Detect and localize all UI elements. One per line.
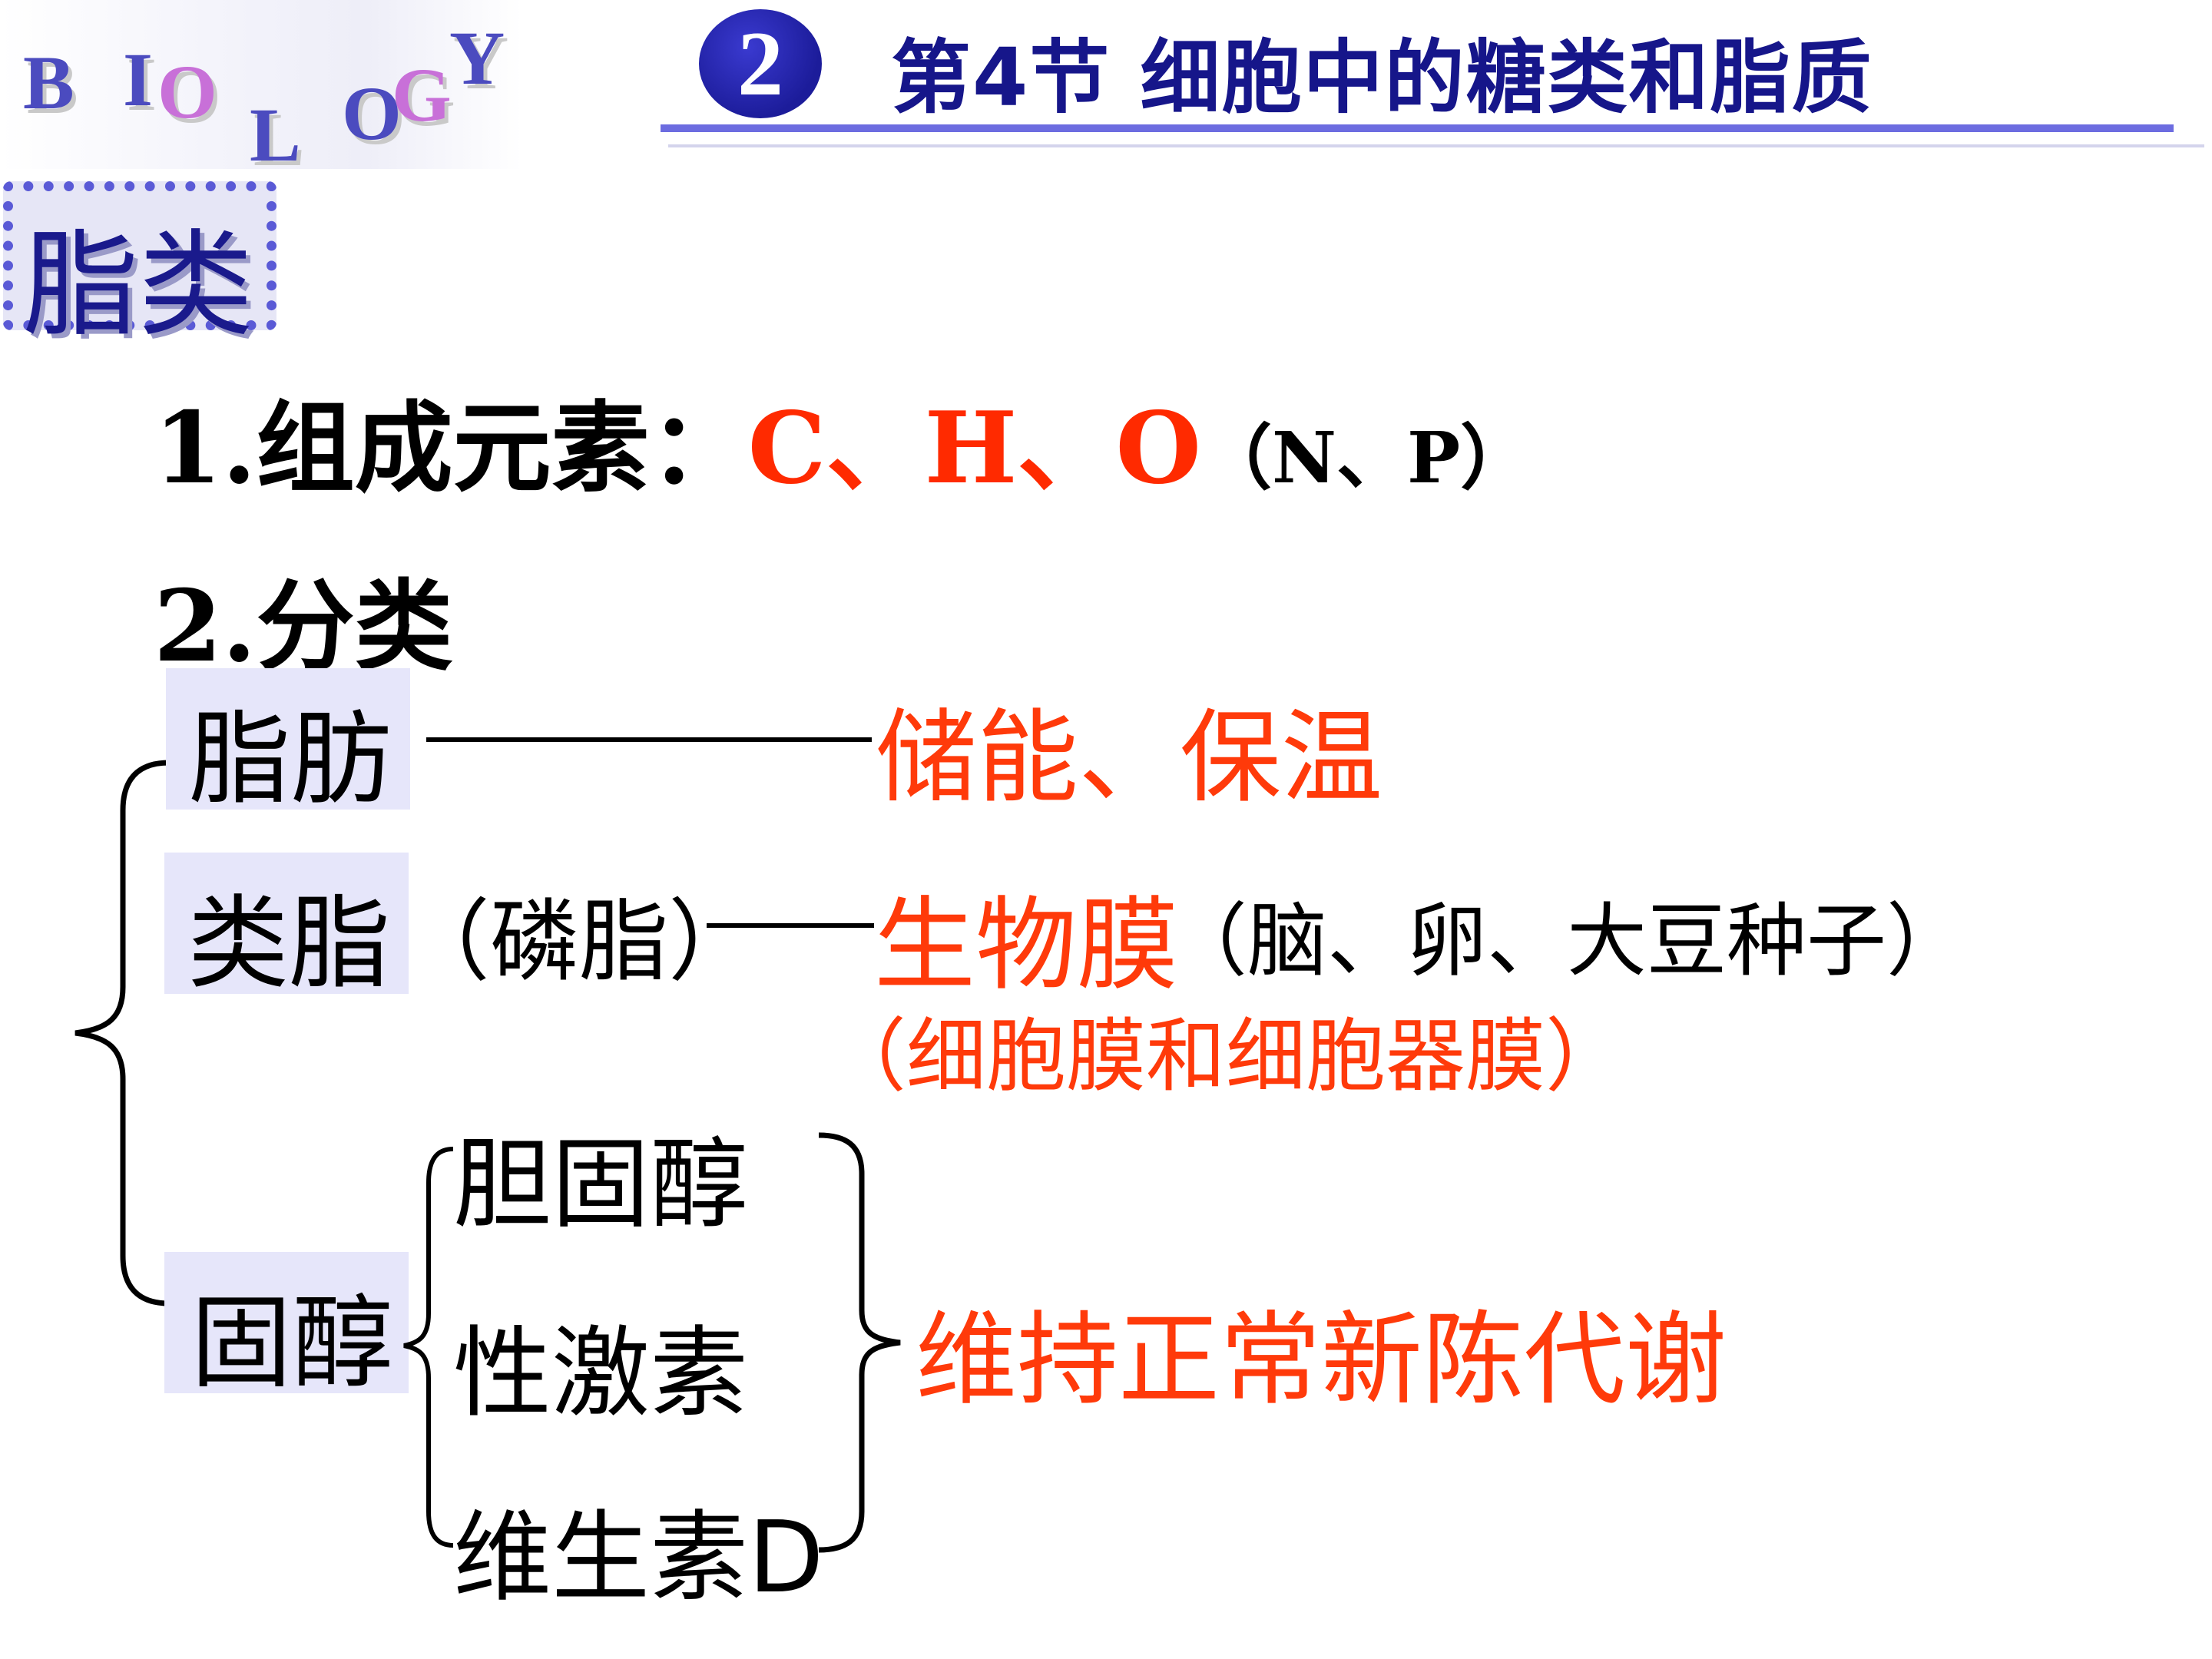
section-label-box	[3, 181, 276, 330]
lipoid-label: 类脂	[187, 885, 390, 1003]
lipoid-connector-line	[707, 923, 874, 928]
section-label: 脂类	[23, 219, 254, 353]
sterol-member-sex-hormone: 性激素	[453, 1316, 749, 1431]
sterol-label: 固醇	[190, 1284, 393, 1402]
classification-heading: 2.分类	[154, 569, 453, 684]
logo-letter-o2: O	[342, 71, 402, 156]
fat-connector-line	[426, 737, 872, 742]
section-number-badge: 2	[699, 9, 822, 118]
composition-prefix: 1.组成元素：	[154, 391, 748, 506]
lipoid-sources: （脑、卵、大豆种子）	[1167, 894, 1967, 988]
composition-main-elements: C、H、O	[747, 391, 1201, 506]
sterol-function: 维持正常新陈代谢	[916, 1301, 1727, 1419]
fat-label: 脂肪	[189, 700, 392, 819]
sterol-member-vitamin-d: 维生素D	[453, 1501, 824, 1615]
lipoid-membranes: （细胞膜和细胞器膜）	[826, 1009, 1626, 1103]
composition-extra-elements: （N、P）	[1200, 416, 1532, 499]
lipoid-function: 生物膜	[874, 886, 1178, 1005]
fat-label-box	[166, 668, 410, 810]
logo-letter-b: B	[23, 40, 75, 125]
sterol-function-brace	[818, 1132, 901, 1553]
logo-letter-g: G	[392, 52, 452, 137]
logo-letter-y: Y	[449, 15, 505, 101]
logo-background	[0, 0, 522, 169]
page-title: 第4节 细胞中的糖类和脂质	[891, 31, 1873, 124]
header-underline-shadow	[668, 144, 2204, 147]
sterol-member-cholesterol: 胆固醇	[453, 1128, 749, 1242]
logo-letter-o1: O	[157, 49, 217, 134]
logo-letter-l: L	[250, 92, 301, 177]
fat-function: 储能、保温	[876, 699, 1382, 817]
sterol-members-brace	[403, 1147, 454, 1548]
sterol-label-box	[164, 1252, 409, 1393]
classification-brace	[75, 760, 170, 1306]
header-underline	[661, 124, 2174, 132]
lipoid-note: （磷脂）	[401, 890, 757, 994]
lipoid-label-box	[164, 853, 409, 994]
composition-line: 1.组成元素：C、H、O（N、P）	[154, 369, 1531, 511]
logo-letter-i: I	[123, 37, 153, 122]
